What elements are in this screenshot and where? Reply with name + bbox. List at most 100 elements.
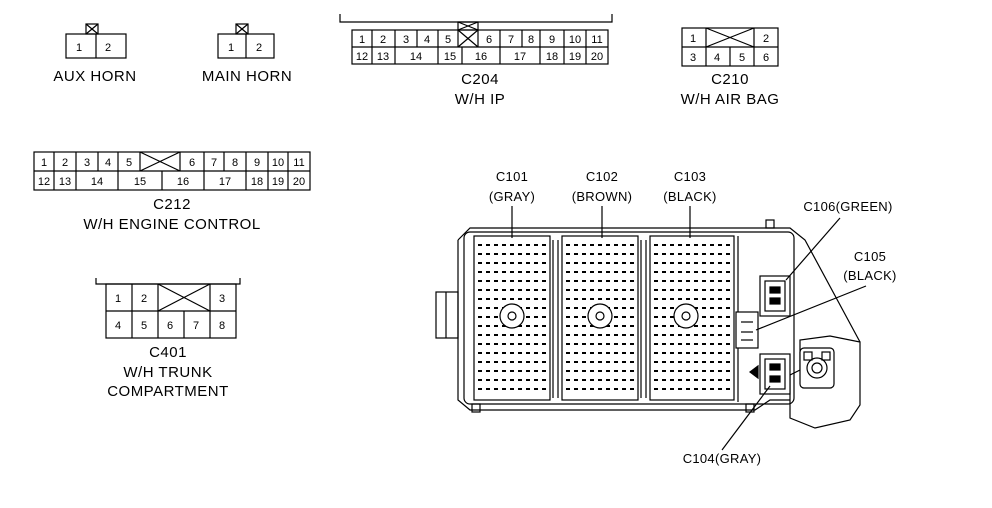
cavity-terminal [718,289,722,291]
cavity-terminal [486,352,490,354]
cavity-terminal [726,298,730,300]
cavity-terminal [518,361,522,363]
cavity-terminal [494,271,498,273]
cavity-terminal [526,388,530,390]
cavity-terminal [502,388,506,390]
cavity-terminal [582,316,586,318]
cavity-terminal [486,298,490,300]
cavity-terminal [542,280,546,282]
cavity-terminal [502,244,506,246]
cavity-terminal [582,361,586,363]
cavity-terminal [614,298,618,300]
cavity-terminal [686,298,690,300]
cavity-terminal [662,361,666,363]
cavity-terminal [702,271,706,273]
pin-11: 11 [293,157,304,169]
cavity-terminal [598,280,602,282]
cavity-terminal [566,388,570,390]
cavity-terminal [662,352,666,354]
cavity-terminal [566,253,570,255]
cavity-terminal [662,316,666,318]
cavity-terminal [606,289,610,291]
cavity-terminal [694,289,698,291]
cavity-terminal [478,298,482,300]
pin-7: 7 [508,34,514,46]
cavity-terminal [694,271,698,273]
cavity-terminal [622,388,626,390]
cavity-terminal [494,316,498,318]
c401-desc-line1: W/H TRUNK [123,364,212,381]
cavity-terminal [486,307,490,309]
cavity-terminal [502,325,506,327]
cavity-terminal [694,262,698,264]
cavity-terminal [494,343,498,345]
cavity-terminal [694,361,698,363]
cavity-terminal [478,343,482,345]
cavity-terminal [598,334,602,336]
cavity-terminal [582,343,586,345]
cavity-terminal [486,253,490,255]
cavity-terminal [710,370,714,372]
c210-connector: 1 2 3 4 5 6 C210 W/H AIR BAG [681,27,780,108]
c210-desc: W/H AIR BAG [681,91,780,108]
pin-5: 5 [141,320,147,332]
cavity-terminal [518,280,522,282]
cavity-terminal [726,289,730,291]
pin-1: 1 [228,42,234,54]
cavity-terminal [654,307,658,309]
cavity-terminal [542,334,546,336]
cavity-terminal [678,388,682,390]
cavity-terminal [614,307,618,309]
pin-14: 14 [91,176,103,188]
cavity-terminal [486,334,490,336]
cavity-terminal [614,379,618,381]
cavity-terminal [606,343,610,345]
cavity-terminal [726,352,730,354]
pin-5: 5 [445,34,451,46]
aux-horn-label: AUX HORN [53,68,136,85]
cavity-terminal [606,370,610,372]
cavity-terminal [726,325,730,327]
cavity-terminal [510,343,514,345]
cavity-terminal [678,298,682,300]
cavity-terminal [478,253,482,255]
cavity-terminal [654,325,658,327]
pin-1: 1 [76,42,82,54]
cavity-terminal [526,352,530,354]
cavity-terminal [630,244,634,246]
cavity-terminal [526,307,530,309]
c102-id: C102 [586,169,618,184]
cavity-terminal [702,253,706,255]
cavity-terminal [670,352,674,354]
cavity-terminal [710,262,714,264]
cavity-terminal [718,253,722,255]
cavity-terminal [566,280,570,282]
main-horn-label: MAIN HORN [202,68,292,85]
cavity-terminal [622,325,626,327]
cavity-terminal [670,280,674,282]
cavity-terminal [614,280,618,282]
cavity-terminal [478,370,482,372]
fuse-block-labels: C101 (GRAY) C102 (BROWN) C103 (BLACK) C1… [489,169,897,466]
cavity-terminal [502,343,506,345]
cavity-terminal [566,325,570,327]
cavity-terminal [534,253,538,255]
cavity-terminal [662,334,666,336]
c204-desc: W/H IP [455,91,506,108]
pin-2: 2 [62,157,68,169]
cavity-terminal [606,352,610,354]
cavity-terminal [582,325,586,327]
cavity-terminal [534,244,538,246]
c204-id: C204 [461,71,499,88]
cavity-terminal [702,370,706,372]
cavity-terminal [510,352,514,354]
cavity-terminal [574,289,578,291]
cavity-terminal [598,379,602,381]
pin-7: 7 [193,320,199,332]
cavity-terminal [534,307,538,309]
cavity-terminal [486,280,490,282]
cavity-terminal [582,298,586,300]
cavity-terminal [518,370,522,372]
cavity-terminal [694,298,698,300]
cavity-terminal [670,316,674,318]
